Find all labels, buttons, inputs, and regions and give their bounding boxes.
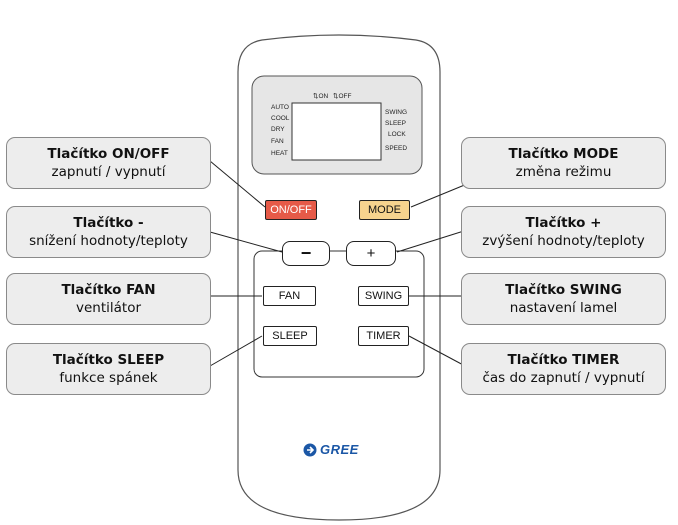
fan-button[interactable]: FAN: [263, 286, 316, 306]
lcd-status-sleep: SLEEP: [385, 120, 406, 127]
mode-button[interactable]: MODE: [359, 200, 410, 220]
callout-plus: Tlačítko + zvýšení hodnoty/teploty: [461, 206, 666, 258]
onoff-button[interactable]: ON/OFF: [265, 200, 317, 220]
timer-button[interactable]: TIMER: [358, 326, 409, 346]
callout-plus-title: Tlačítko +: [525, 215, 602, 231]
lcd-mode-heat: HEAT: [271, 150, 288, 157]
callout-timer-desc: čas do zapnutí / vypnutí: [482, 370, 645, 386]
callout-onoff: Tlačítko ON/OFF zapnutí / vypnutí: [6, 137, 211, 189]
callout-minus-desc: snížení hodnoty/teploty: [29, 233, 188, 249]
swing-button[interactable]: SWING: [358, 286, 409, 306]
minus-button[interactable]: −: [282, 241, 330, 266]
callout-fan: Tlačítko FAN ventilátor: [6, 273, 211, 325]
lcd-status-lock: LOCK: [388, 131, 406, 138]
gree-logo-icon: [303, 443, 317, 456]
gree-logo-text: GREE: [320, 442, 359, 457]
gree-logo: GREE: [303, 442, 359, 457]
callout-sleep-title: Tlačítko SLEEP: [52, 352, 165, 368]
sleep-button[interactable]: SLEEP: [263, 326, 317, 346]
callout-swing-desc: nastavení lamel: [509, 300, 618, 316]
callout-onoff-title: Tlačítko ON/OFF: [47, 146, 170, 162]
callout-mode-desc: změna režimu: [515, 164, 612, 180]
lcd-status-speed: SPEED: [385, 145, 408, 152]
callout-swing: Tlačítko SWING nastavení lamel: [461, 273, 666, 325]
lcd-mode-dry: DRY: [271, 126, 285, 133]
callout-fan-title: Tlačítko FAN: [61, 282, 156, 298]
callout-sleep-desc: funkce spánek: [59, 370, 158, 386]
callout-minus: Tlačítko - snížení hodnoty/teploty: [6, 206, 211, 258]
callout-mode: Tlačítko MODE změna režimu: [461, 137, 666, 189]
button-panel: [253, 250, 425, 378]
lcd-mode-auto: AUTO: [271, 104, 289, 111]
lcd-label-on: ⇅ON: [313, 93, 329, 100]
callout-onoff-desc: zapnutí / vypnutí: [51, 164, 166, 180]
lcd-status-swing: SWING: [385, 109, 408, 116]
callout-fan-desc: ventilátor: [75, 300, 142, 316]
callout-sleep: Tlačítko SLEEP funkce spánek: [6, 343, 211, 395]
lcd-mode-cool: COOL: [271, 115, 290, 122]
callout-mode-title: Tlačítko MODE: [508, 146, 619, 162]
lcd-screen: [291, 102, 382, 161]
callout-timer: Tlačítko TIMER čas do zapnutí / vypnutí: [461, 343, 666, 395]
lcd-mode-fan: FAN: [271, 138, 284, 145]
callout-timer-title: Tlačítko TIMER: [507, 352, 620, 368]
connector-lines: [209, 160, 468, 368]
callout-swing-title: Tlačítko SWING: [505, 282, 622, 298]
lcd-label-off: ⇅OFF: [333, 93, 352, 100]
callout-minus-title: Tlačítko -: [73, 215, 144, 231]
callout-plus-desc: zvýšení hodnoty/teploty: [482, 233, 645, 249]
plus-button[interactable]: +: [346, 241, 396, 266]
